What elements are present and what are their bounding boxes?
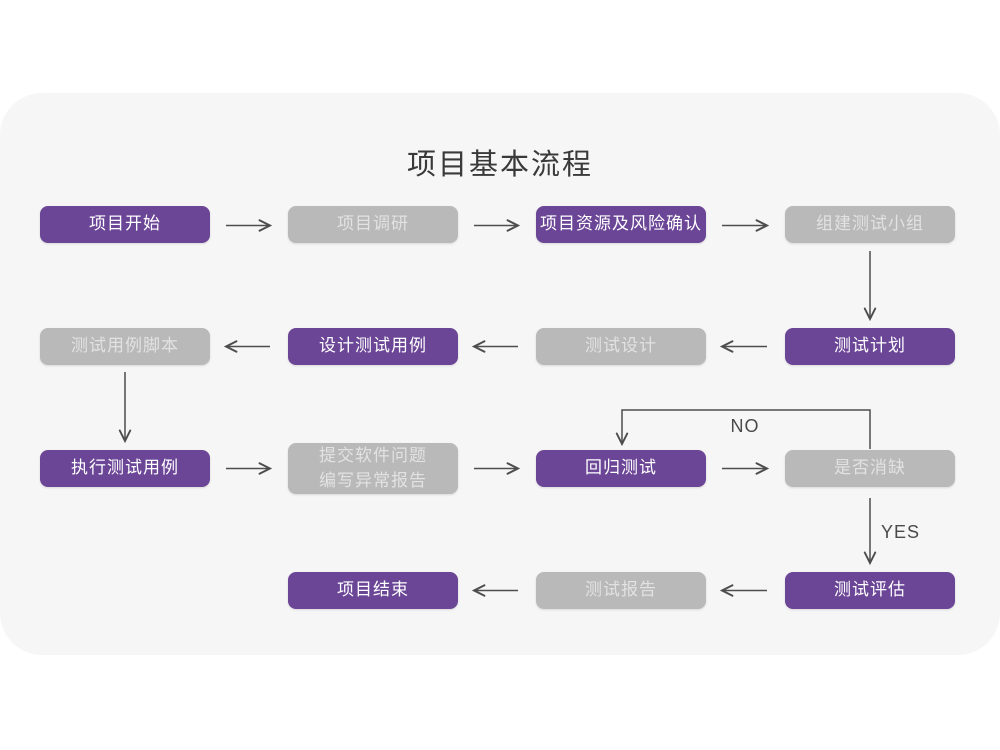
node-project-end: 项目结束 — [288, 572, 458, 609]
node-resources-risk-confirm: 项目资源及风险确认 — [536, 206, 706, 243]
flowchart-card — [0, 93, 1000, 655]
node-test-case-script: 测试用例脚本 — [40, 328, 210, 365]
node-test-plan: 测试计划 — [785, 328, 955, 365]
node-execute-test-case: 执行测试用例 — [40, 450, 210, 487]
node-project-research: 项目调研 — [288, 206, 458, 243]
node-regression-test: 回归测试 — [536, 450, 706, 487]
node-design-test-case: 设计测试用例 — [288, 328, 458, 365]
node-submit-issue-report: 提交软件问题 编写异常报告 — [288, 443, 458, 494]
arrow-no-loop — [615, 409, 871, 449]
node-build-test-team: 组建测试小组 — [785, 206, 955, 243]
node-test-design: 测试设计 — [536, 328, 706, 365]
page-title: 项目基本流程 — [406, 149, 593, 181]
node-test-report: 测试报告 — [536, 572, 706, 609]
node-test-evaluation: 测试评估 — [785, 572, 955, 609]
no-branch-label: NO — [730, 416, 760, 436]
node-project-start: 项目开始 — [40, 206, 210, 243]
yes-branch-label: YES — [881, 522, 921, 542]
node-defect-cleared-check: 是否消缺 — [785, 450, 955, 487]
